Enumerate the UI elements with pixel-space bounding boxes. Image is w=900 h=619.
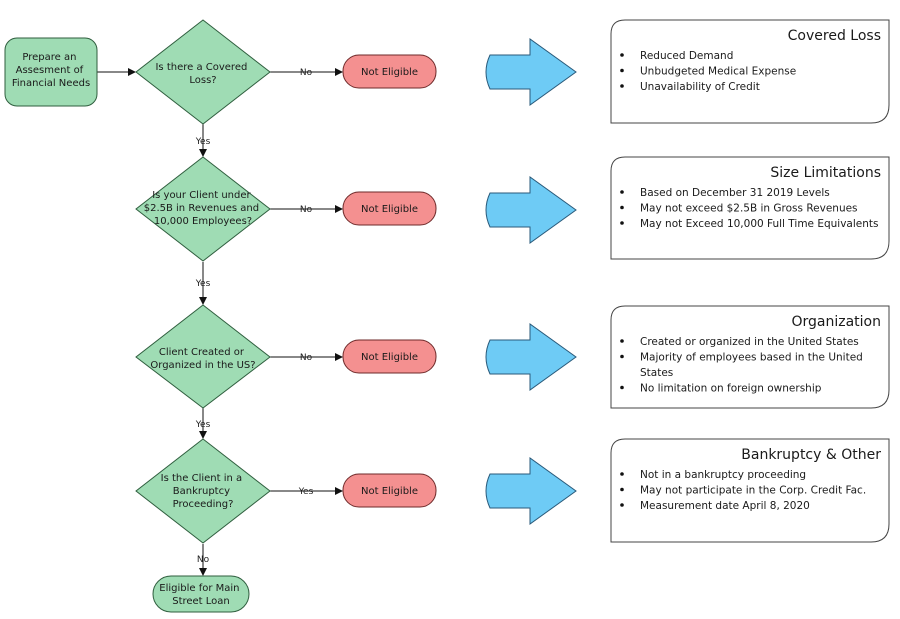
panel-item: States [640,367,673,379]
bullet-icon [620,205,624,210]
decision-label: Client Created or Organized in the US? [150,347,255,371]
connectors [97,68,343,576]
terminal-shape [342,473,437,508]
terminal-shape [342,339,437,374]
panel-item: Based on December 31 2019 Levels [640,187,830,199]
decision-line: Client Created or [159,347,245,358]
decision-line: 10,000 Employees? [154,216,252,227]
edge-label-q3-yes: Yes [195,420,211,430]
bullet-icon [620,354,624,359]
decision-line: Proceeding? [173,499,234,510]
terminal-not-eligible-2: Not Eligible [342,191,437,226]
blue-arrow-shape [485,38,577,106]
edge-label-q4-yes: Yes [298,487,314,497]
end-node-shape [152,575,250,613]
end-node-line: Eligible for Main [159,583,239,594]
edge-label-q4-no: No [197,555,210,565]
terminal-not-eligible-1: Not Eligible [342,54,437,89]
panel-item: Measurement date April 8, 2020 [640,500,810,512]
decision-shape [135,19,271,125]
start-node-line: Prepare an [22,52,76,63]
blue-arrow-shape [485,176,577,244]
end-node-line: Street Loan [172,596,230,607]
decision-label: Is there a Covered Loss? [155,62,250,86]
decision-line: Is the Client in a [161,473,242,484]
decision-organized-us: Client Created or Organized in the US? [135,304,271,409]
panel-item: Unavailability of Credit [640,81,760,93]
panel-title: Covered Loss [788,28,881,44]
terminal-label: Not Eligible [361,486,418,497]
panel-organization [610,305,890,409]
start-node-line: Financial Needs [12,78,90,89]
bullet-icon [620,68,624,73]
terminal-shape [342,54,437,89]
terminal-not-eligible-4: Not Eligible [342,473,437,508]
end-node-eligible: Eligible for Main Street Loan [152,575,250,613]
edge-label-q3-no: No [300,353,313,363]
bullet-icon [620,84,624,88]
start-node-label: Prepare an Assesment of Financial Needs [12,52,90,89]
panel-item: Reduced Demand [640,50,733,62]
bullet-icon [620,487,624,492]
panel-item: May not Exceed 10,000 Full Time Equivale… [640,218,878,230]
panel-item: Created or organized in the United State… [640,336,859,348]
edge-label-q1-no: No [300,68,313,78]
bullet-icon [620,190,624,194]
blue-arrow-shape [485,457,577,525]
terminal-label: Not Eligible [361,204,418,215]
decision-shape [135,156,271,262]
decision-line: Organized in the US? [150,360,255,371]
decision-size: Is your Client under $2.5B in Revenues a… [135,156,271,262]
bullet-icon [620,339,624,343]
panel-item: May not participate in the Corp. Credit … [640,485,866,497]
terminal-label: Not Eligible [361,352,418,363]
connector-labels: No Yes No Yes No Yes Yes No [195,68,314,565]
panel-title: Organization [791,314,881,330]
bullet-icon [620,53,624,57]
decision-shape [135,304,271,409]
terminal-shape [342,191,437,226]
edge-label-q2-no: No [300,205,313,215]
blue-arrow-shape [485,323,577,391]
panel-item: Not in a bankruptcy proceeding [640,469,806,481]
bullet-icon [620,221,624,225]
panel-title: Size Limitations [770,165,881,181]
edge-label-q1-yes: Yes [195,137,211,147]
terminal-label: Not Eligible [361,67,418,78]
decision-line: $2.5B in Revenues and [144,203,259,214]
end-node-label: Eligible for Main Street Loan [159,583,242,607]
terminal-not-eligible-3: Not Eligible [342,339,437,374]
start-node-line: Assesment of [16,65,84,76]
decision-label: Is the Client in a Bankruptcy Proceeding… [161,473,246,510]
bullet-icon [620,385,624,390]
panel-item: Unbudgeted Medical Expense [640,66,796,78]
decision-label: Is your Client under $2.5B in Revenues a… [144,190,263,227]
decision-line: Bankruptcy [173,486,230,497]
decision-line: Is there a Covered [155,62,247,73]
decision-line: Loss? [189,75,216,86]
start-node-shape [4,37,98,107]
bullet-icon [620,472,624,476]
panel-item: May not exceed $2.5B in Gross Revenues [640,203,858,215]
decision-bankruptcy: Is the Client in a Bankruptcy Proceeding… [135,438,271,544]
start-node: Prepare an Assesment of Financial Needs [4,37,98,107]
panel-covered-loss [610,19,890,124]
decision-covered-loss: Is there a Covered Loss? [135,19,271,125]
decision-line: Is your Client under [152,190,251,201]
panel-bankruptcy-other [610,438,890,543]
edge-label-q2-yes: Yes [195,279,211,289]
pointer-arrows [485,38,577,525]
panel-item: No limitation on foreign ownership [640,383,822,395]
panel-title: Bankruptcy & Other [741,447,881,463]
bullet-icon [620,503,624,507]
decision-shape [135,438,271,544]
panel-item: Majority of employees based in the Unite… [640,352,863,364]
panel-size-limitations [610,156,890,260]
